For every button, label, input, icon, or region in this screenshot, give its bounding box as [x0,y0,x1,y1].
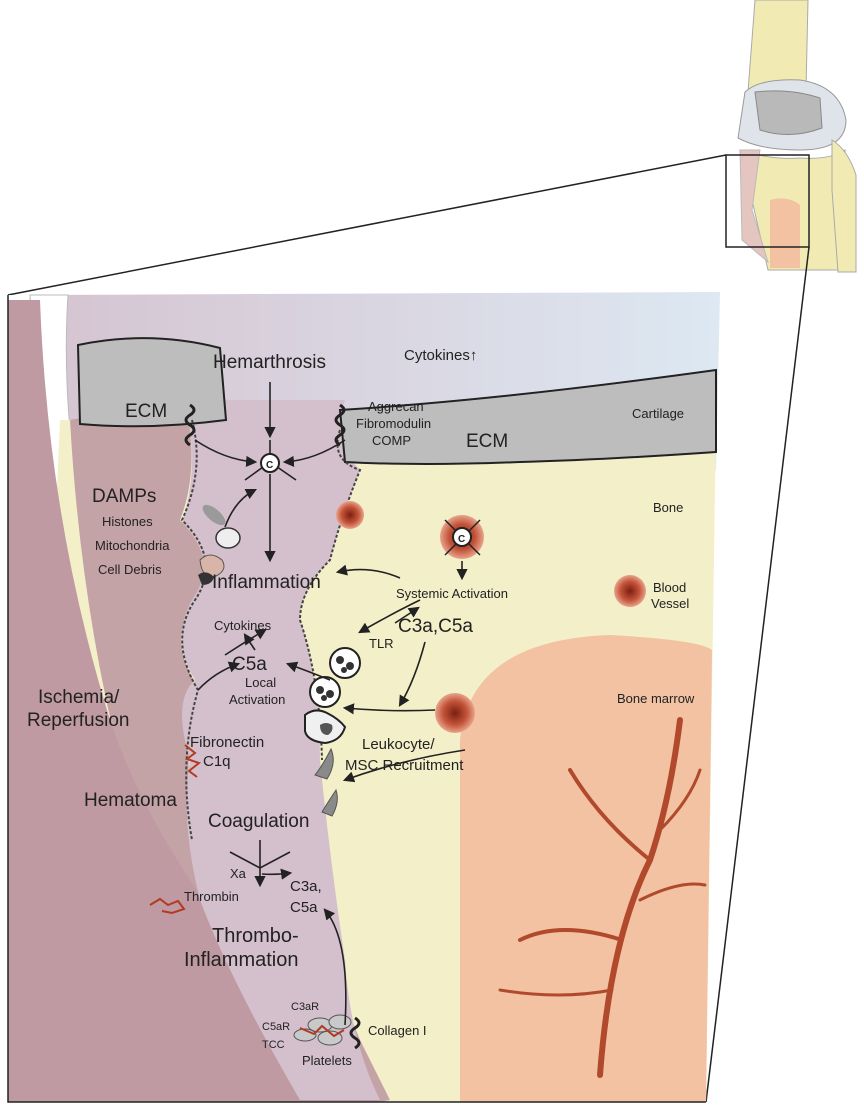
label-thrombo: Thrombo- [212,925,299,947]
label-hematoma: Hematoma [84,790,177,811]
label-ecm-right: ECM [466,431,508,452]
label-aggrecan: Aggrecan [368,399,424,414]
label-collagen: Collagen I [368,1023,427,1038]
label-cartilage: Cartilage [632,406,684,421]
label-complement-joint: C [266,460,273,471]
label-mitochondria: Mitochondria [95,538,170,553]
label-reperfusion: Reperfusion [27,710,129,731]
label-ecm-left: ECM [125,401,167,422]
zoom-line-right [706,247,809,1102]
zoom-line-left [8,155,726,295]
label-bone: Bone [653,500,683,515]
label-c5ar: C5aR [262,1021,290,1033]
label-c3a-comma: C3a, [290,878,322,895]
label-fibromodulin: Fibromodulin [356,416,431,431]
label-xa: Xa [230,866,247,881]
label-cell-debris: Cell Debris [98,562,162,577]
label-fibronectin: Fibronectin [190,734,264,751]
label-blood: Blood [653,580,686,595]
label-comp: COMP [372,433,411,448]
label-c3ar: C3aR [291,1001,319,1013]
label-leukocyte: Leukocyte/ [362,736,435,753]
label-hemarthrosis: Hemarthrosis [213,352,326,373]
label-local: Local [245,675,276,690]
label-activation: Activation [229,692,285,707]
label-vessel: Vessel [651,596,689,611]
label-systemic-activation: Systemic Activation [396,586,508,601]
label-inflammation: Inflammation [212,572,321,593]
label-msc-recruitment: MSC Recruitment [345,757,464,774]
label-platelets: Platelets [302,1053,352,1068]
label-inflammation-2: Inflammation [184,949,299,971]
label-ischemia: Ischemia/ [38,687,120,708]
label-c3a-c5a: C3a,C5a [398,616,473,637]
label-damps: DAMPs [92,486,156,507]
label-thrombin: Thrombin [184,889,239,904]
label-c1q: C1q [203,753,231,770]
label-cytokines-up: Cytokines↑ [404,347,477,364]
label-cytokines: Cytokines [214,618,272,633]
label-tlr: TLR [369,636,394,651]
label-bone-marrow: Bone marrow [617,691,695,706]
label-c5a-small: C5a [290,899,318,916]
label-c5a-local: C5a [232,654,267,675]
label-histones: Histones [102,514,153,529]
knee-joint-thumbnail [726,0,856,272]
label-tcc: TCC [262,1039,285,1051]
label-complement-vessel: C [458,534,465,545]
label-coagulation: Coagulation [208,811,309,832]
